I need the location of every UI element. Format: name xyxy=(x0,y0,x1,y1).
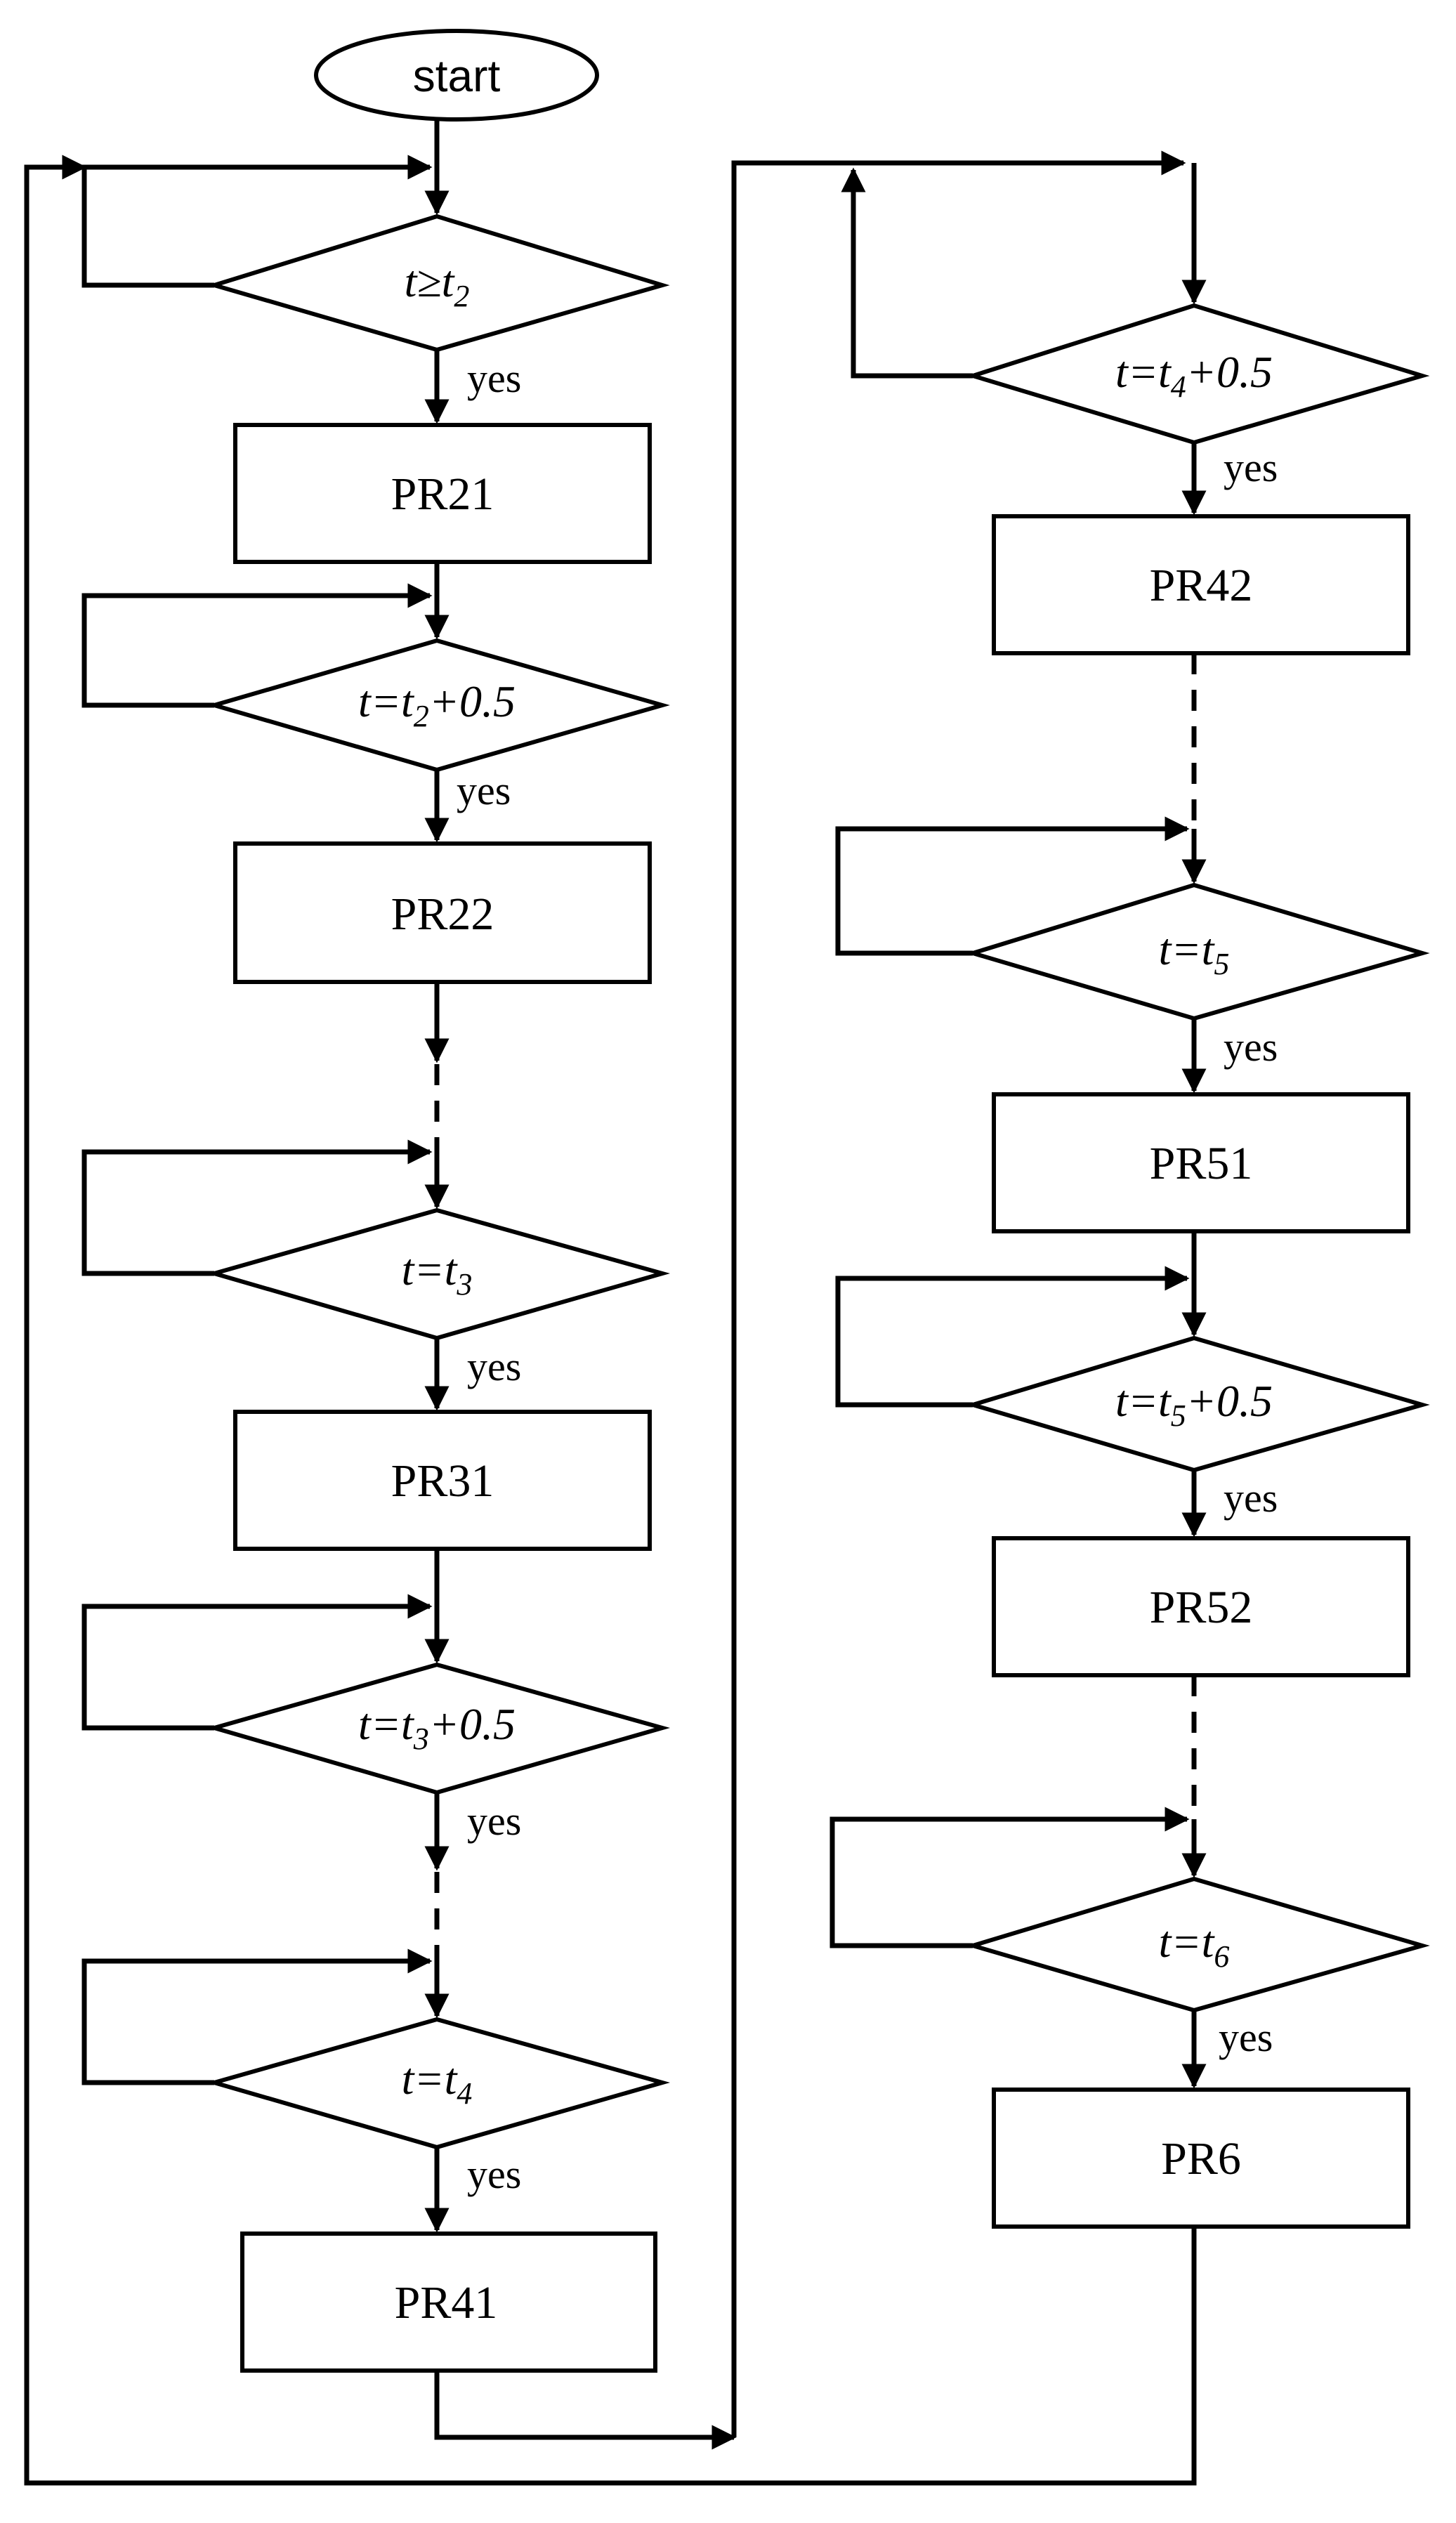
loop-line-c1 xyxy=(81,155,433,288)
condition-c9: t=t6 xyxy=(1159,1917,1230,1974)
pr52-label: PR52 xyxy=(1150,1582,1253,1633)
yes-label: yes xyxy=(467,2151,521,2197)
condition-c7: t=t5 xyxy=(1159,924,1230,981)
yes-label: yes xyxy=(467,1798,521,1844)
pr41-label: PR41 xyxy=(395,2277,498,2328)
condition-c4: t=t3+0.5 xyxy=(358,1699,516,1756)
decision-c7: t=t5 xyxy=(965,882,1430,1021)
loop-line-c9 xyxy=(829,1807,1190,1948)
condition-c5: t=t4 xyxy=(402,2054,473,2111)
process-pr31: PR31 xyxy=(233,1410,652,1551)
loop-line-c3 xyxy=(81,1139,433,1276)
yes-label: yes xyxy=(1219,2014,1273,2060)
process-pr41: PR41 xyxy=(240,2232,657,2373)
yes-label: yes xyxy=(467,1344,521,1389)
pr51-label: PR51 xyxy=(1150,1138,1253,1189)
start-node: start xyxy=(314,29,599,122)
condition-c6: t=t4+0.5 xyxy=(1115,347,1273,404)
yes-label: yes xyxy=(457,768,511,813)
pr21-label: PR21 xyxy=(391,468,494,520)
condition-c8: t=t5+0.5 xyxy=(1115,1376,1273,1433)
decision-c1: t≥t2 xyxy=(206,214,670,353)
pr31-label: PR31 xyxy=(391,1455,494,1507)
decision-c3: t=t3 xyxy=(206,1207,670,1341)
condition-c3: t=t3 xyxy=(402,1245,473,1302)
pr6-label: PR6 xyxy=(1161,2133,1241,2184)
process-pr52: PR52 xyxy=(992,1536,1410,1677)
loop-line-c6 xyxy=(841,167,973,379)
loop-line-c2 xyxy=(81,583,433,708)
start-label: start xyxy=(413,51,501,101)
condition-c2: t=t2+0.5 xyxy=(358,676,516,733)
yes-label: yes xyxy=(1224,1024,1278,1070)
process-pr6: PR6 xyxy=(992,2088,1410,2229)
yes-label: yes xyxy=(1224,1475,1278,1521)
condition-c1: t≥t2 xyxy=(405,256,470,313)
yes-label: yes xyxy=(467,355,521,401)
decision-c8: t=t5+0.5 xyxy=(965,1335,1430,1473)
loop-line-c7 xyxy=(835,816,1190,956)
loop-line-c5 xyxy=(81,1948,433,2085)
process-pr42: PR42 xyxy=(992,514,1410,655)
process-pr22: PR22 xyxy=(233,841,652,984)
process-pr21: PR21 xyxy=(233,423,652,564)
outer-return-loop xyxy=(24,155,1197,2486)
connector-up-line xyxy=(731,150,1186,2437)
decision-c9: t=t6 xyxy=(965,1876,1430,2013)
connector-to-right-column xyxy=(434,2371,737,2450)
loop-line-c8 xyxy=(835,1266,1190,1408)
decision-c4: t=t3+0.5 xyxy=(206,1662,670,1795)
pr22-label: PR22 xyxy=(391,889,494,940)
decision-c5: t=t4 xyxy=(206,2017,670,2150)
process-pr51: PR51 xyxy=(992,1092,1410,1233)
pr42-label: PR42 xyxy=(1150,560,1253,611)
decision-c6: t=t4+0.5 xyxy=(965,303,1430,445)
decision-c2: t=t2+0.5 xyxy=(206,638,670,773)
loop-line-c4 xyxy=(81,1594,433,1731)
yes-label: yes xyxy=(1224,445,1278,490)
